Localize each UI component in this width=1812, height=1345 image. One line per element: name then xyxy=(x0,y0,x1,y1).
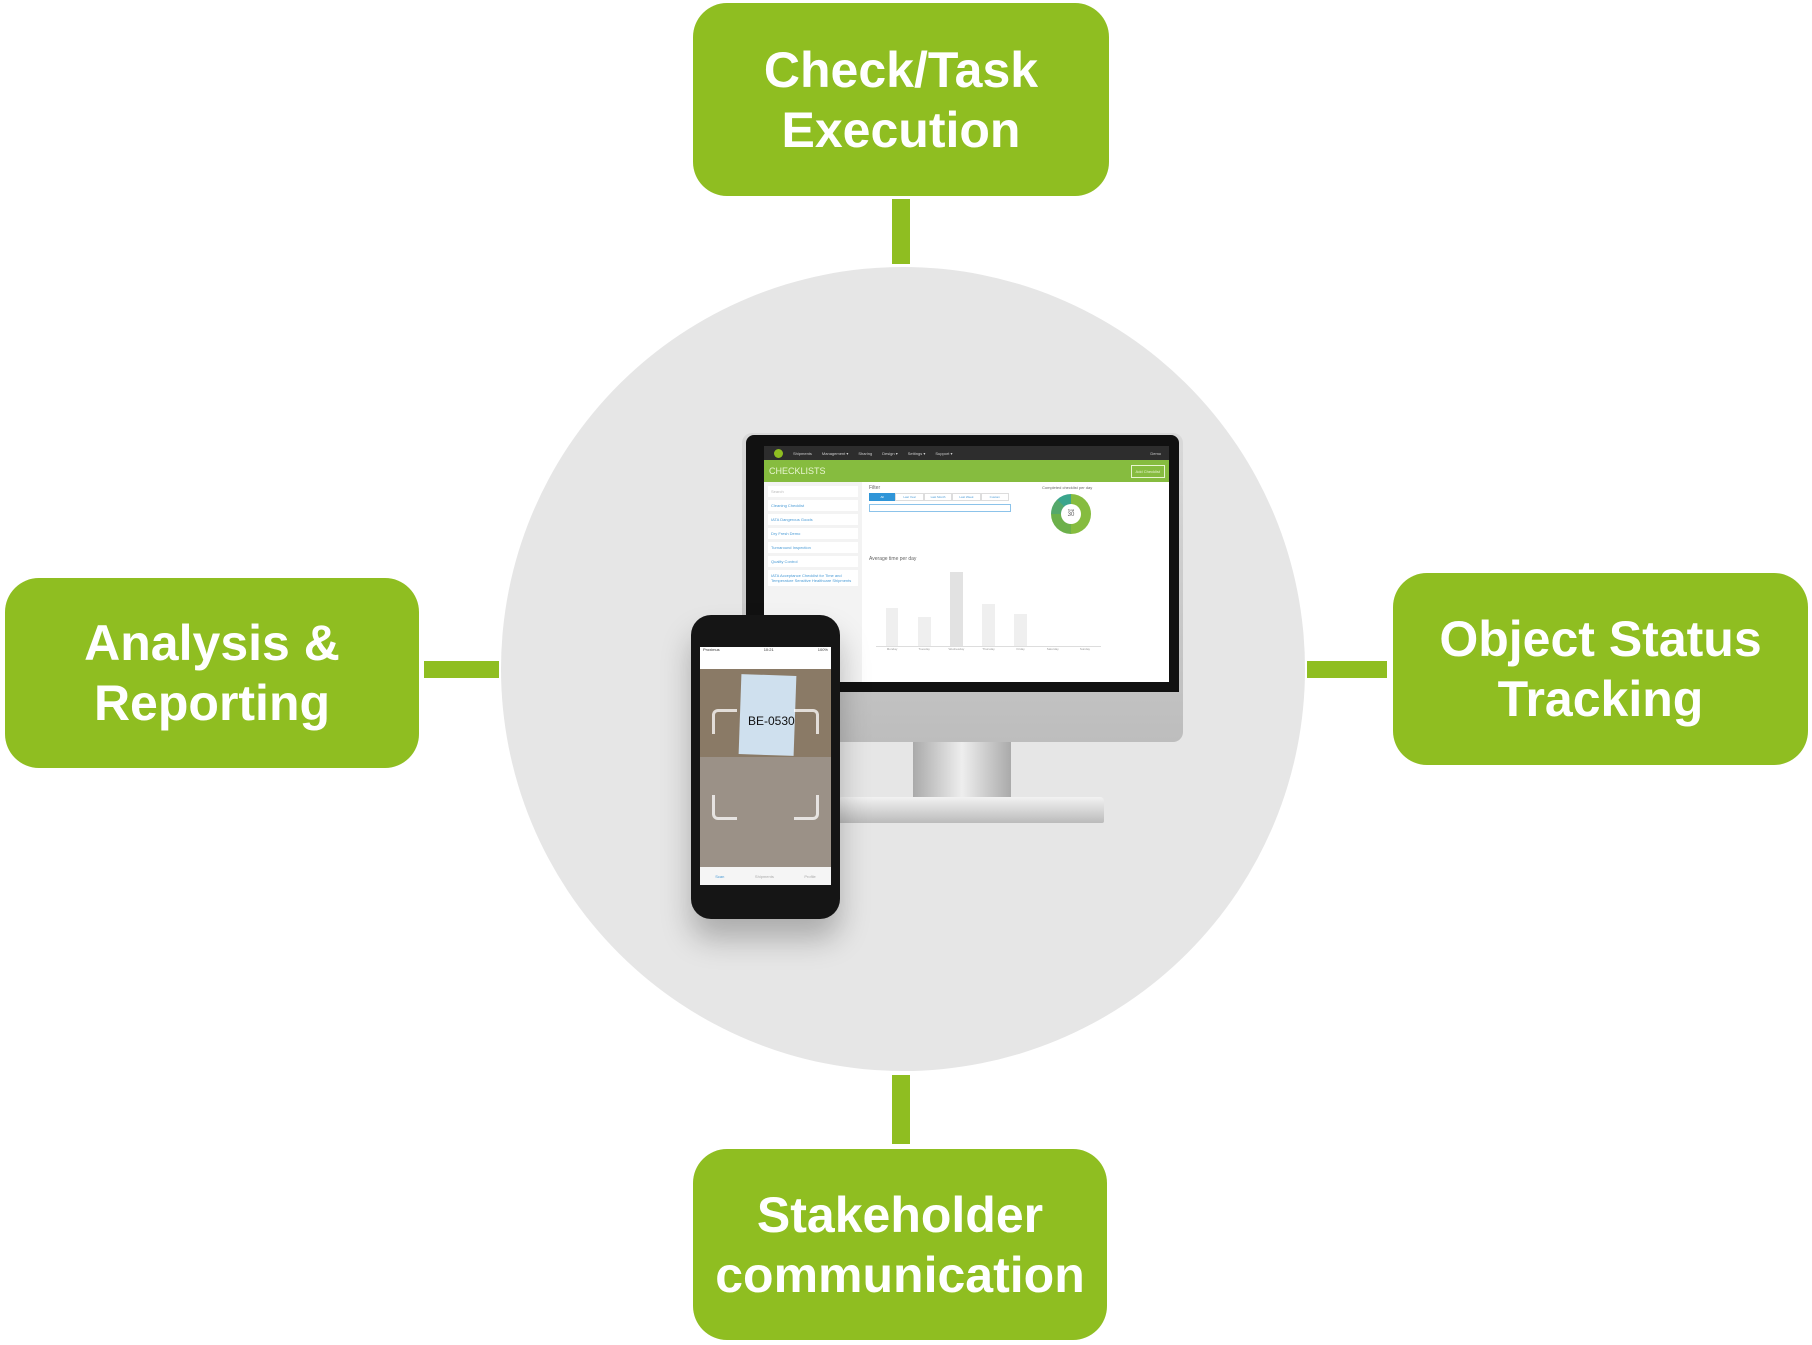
x-tick-label: Sunday xyxy=(1079,647,1090,651)
donut-title: Completed checklist per day xyxy=(1042,485,1093,490)
page-header: CHECKLISTS Add Checklist xyxy=(764,460,1169,482)
search-input[interactable]: Search xyxy=(768,486,858,497)
donut-total-label: Total xyxy=(1067,508,1075,512)
x-tick-label: Thursday xyxy=(982,647,995,651)
carrier: Proximus xyxy=(703,647,720,652)
filter-label: Filter xyxy=(869,485,881,491)
bar-chart xyxy=(876,566,1101,647)
user-menu[interactable]: Demo xyxy=(1150,450,1161,456)
phone-status-bar: Proximus 10:21 100% xyxy=(700,647,831,654)
node-label: Stakeholder communication xyxy=(715,1186,1085,1303)
clock: 10:21 xyxy=(763,647,774,652)
node-label: Analysis & Reporting xyxy=(84,615,340,731)
sidebar-item[interactable]: Cleaning Checklist xyxy=(768,500,858,511)
x-tick-label: Monday xyxy=(886,647,898,651)
tab-profile[interactable]: Profile xyxy=(804,873,816,879)
page-title: CHECKLISTS xyxy=(769,466,826,476)
node-label: Object Status Tracking xyxy=(1439,611,1762,727)
connector-top xyxy=(892,199,910,264)
donut-chart: Total 30 xyxy=(1051,494,1091,534)
top-nav: Shipments Management ▾ Sharing Design ▾ … xyxy=(764,446,1169,460)
bar-wednesday xyxy=(949,572,963,646)
phone-app-bar xyxy=(700,654,831,669)
filter-tab[interactable]: Last Week xyxy=(952,493,981,501)
connector-bottom xyxy=(892,1075,910,1144)
connector-left xyxy=(424,661,499,678)
sidebar-item[interactable]: Turnaround Inspection xyxy=(768,542,858,553)
phone-screen: Proximus 10:21 100% BE-0530 Scan Shipmen… xyxy=(700,647,831,885)
filter-tabs: All Last Year Last Month Last Week Custo… xyxy=(869,493,1010,501)
sidebar-item[interactable]: Dry Fresh Demo xyxy=(768,528,858,539)
bar-chart-title: Average time per day xyxy=(869,556,917,562)
x-tick-label: Tuesday xyxy=(918,647,930,651)
floor xyxy=(700,757,831,885)
add-checklist-button[interactable]: Add Checklist xyxy=(1130,464,1165,478)
node-stakeholder-communication: Stakeholder communication xyxy=(693,1149,1107,1340)
main-content: Filter All Last Year Last Month Last Wee… xyxy=(866,482,1169,682)
tab-scan[interactable]: Scan xyxy=(715,873,725,879)
monitor-stand xyxy=(913,742,1011,798)
bar-thursday xyxy=(982,604,995,646)
nav-item[interactable]: Management ▾ xyxy=(821,450,849,456)
nav-item[interactable]: Shipments xyxy=(793,450,812,456)
scanned-code: BE-0530 xyxy=(748,714,795,728)
node-analysis-reporting: Analysis & Reporting xyxy=(5,578,419,768)
sidebar-item[interactable]: Quality Control xyxy=(768,556,858,567)
monitor-base xyxy=(838,797,1104,823)
bar-friday xyxy=(1014,614,1028,646)
bar-monday xyxy=(885,607,899,646)
x-tick-label: Saturday xyxy=(1046,647,1059,651)
battery: 100% xyxy=(817,647,828,652)
scan-frame-corner xyxy=(794,709,819,734)
filter-tab[interactable]: All xyxy=(869,493,896,501)
node-object-status-tracking: Object Status Tracking xyxy=(1393,573,1808,765)
phone-tab-bar: Scan Shipments Profile xyxy=(700,867,831,885)
logo-icon xyxy=(774,448,783,458)
nav-item[interactable]: Settings ▾ xyxy=(907,450,926,456)
sidebar-item[interactable]: IATA Acceptance Checklist for Time and T… xyxy=(768,570,858,586)
filter-tab[interactable]: Last Year xyxy=(895,493,924,501)
nav-item[interactable]: Design ▾ xyxy=(882,450,898,456)
nav-item[interactable]: Sharing xyxy=(858,450,873,456)
node-check-task-execution: Check/Task Execution xyxy=(693,3,1109,196)
nav-item[interactable]: Support ▾ xyxy=(935,450,953,456)
x-tick-label: Wednesday xyxy=(948,647,965,651)
sidebar-item[interactable]: IATA Dangerous Goods xyxy=(768,514,858,525)
x-tick-label: Friday xyxy=(1016,647,1025,651)
connector-right xyxy=(1307,661,1387,678)
filter-tab[interactable]: Last Month xyxy=(923,493,953,501)
tab-shipments[interactable]: Shipments xyxy=(754,873,774,879)
scan-frame-corner xyxy=(712,709,737,734)
scan-frame-corner xyxy=(712,795,737,820)
scan-frame-corner xyxy=(794,795,819,820)
bar-tuesday xyxy=(917,617,931,646)
bar-chart-x-axis: Monday Tuesday Wednesday Thursday Friday Satu… xyxy=(876,647,1101,651)
node-label: Check/Task Execution xyxy=(763,41,1039,158)
filter-tab[interactable]: Custom xyxy=(980,493,1010,501)
donut-total: 30 xyxy=(1067,512,1075,518)
smartphone: Proximus 10:21 100% BE-0530 Scan Shipmen… xyxy=(691,615,840,919)
checklist-select[interactable] xyxy=(869,504,1011,512)
